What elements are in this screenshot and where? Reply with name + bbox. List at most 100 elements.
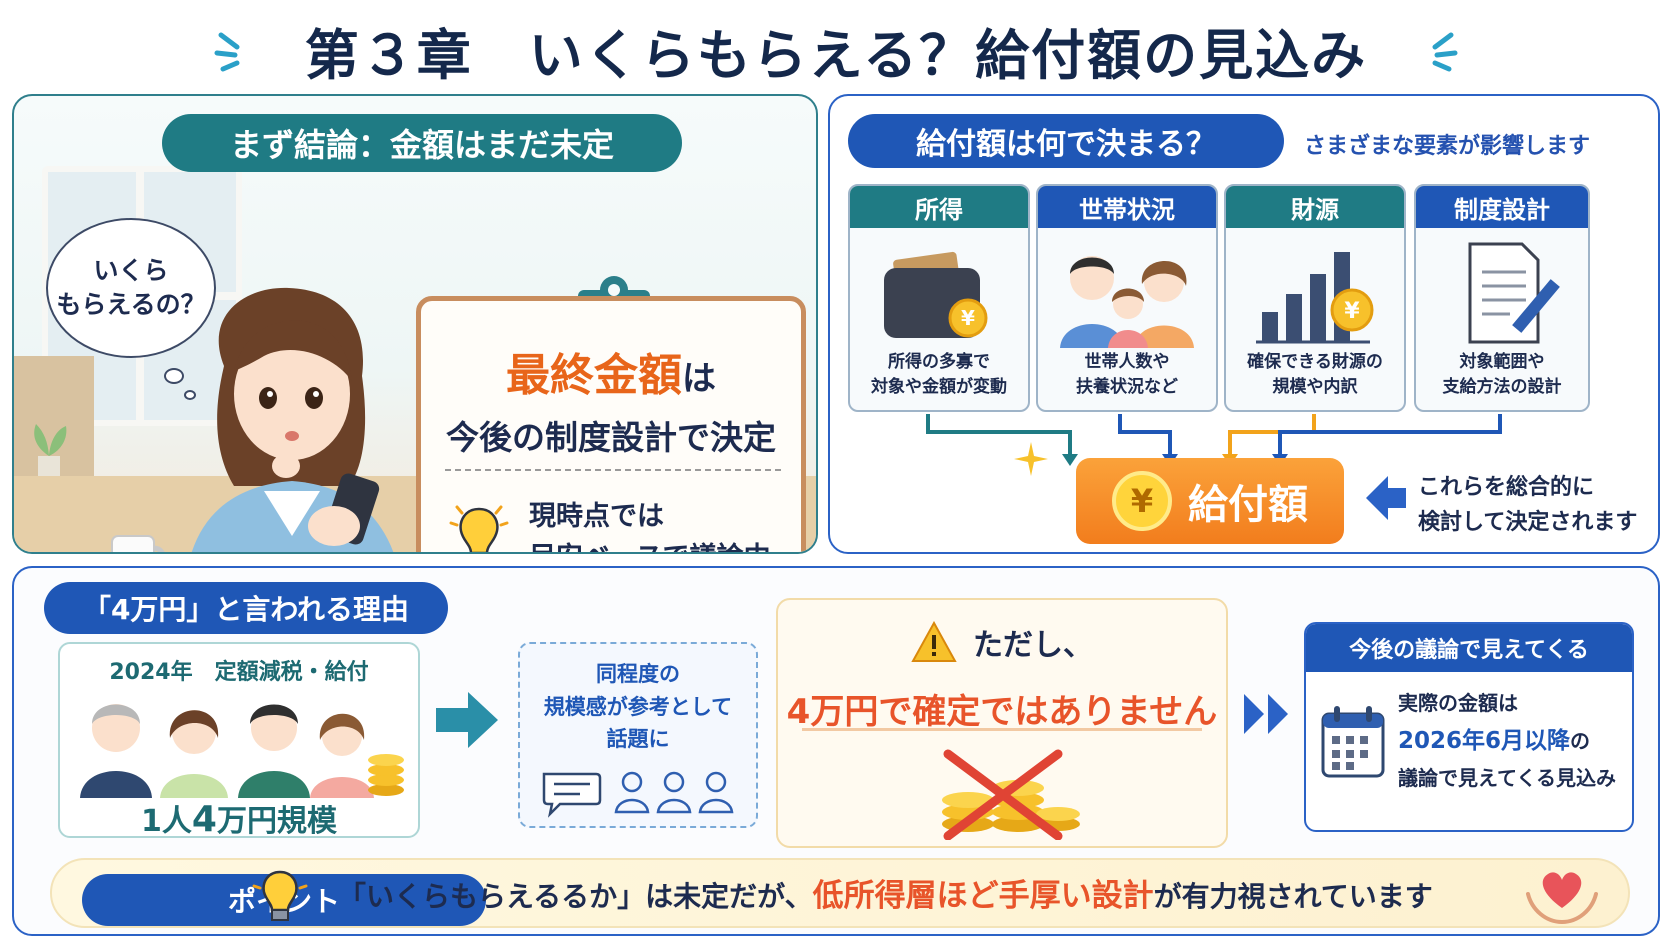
factor-desc-line: 対象や金額が変動	[871, 376, 1007, 397]
yen-coin-icon: ¥	[1112, 471, 1172, 531]
point-bar: ポイント 「いくらもらえるるか」は未定だが、低所得層ほど手厚い設計が有力視されて…	[50, 858, 1630, 928]
reference-amount-number: 4	[191, 799, 217, 840]
sparkle-right-icon	[1432, 32, 1458, 72]
reference-amount: 1人4万円規模	[60, 796, 418, 840]
conclusion-board: 最終金額は 今後の制度設計で決定 現時点では 目安ベースで議論中	[416, 296, 806, 553]
factor-desc: 対象範囲や 支給方法の設計	[1416, 350, 1588, 399]
factor-desc-line: 規模や内訳	[1272, 376, 1358, 397]
factor-desc-line: 確保できる財源の	[1247, 352, 1383, 372]
caution-box: ただし、 4万円で確定ではありません	[776, 598, 1228, 848]
factors-note-line-1: これらを総合的に	[1418, 475, 1595, 500]
wallet-icon: ¥	[884, 251, 988, 338]
flow-arrows	[926, 414, 1502, 466]
future-line-2: 2026年6月以降の	[1398, 721, 1616, 761]
point-highlight: 低所得層ほど手厚い設計	[812, 878, 1154, 914]
factors-note-line-2: 検討して決定されます	[1418, 510, 1638, 536]
factor-card-design: 制度設計 対象範囲や 支給方法の設計	[1414, 184, 1590, 412]
factors-header: 給付額は何で決まる？	[848, 114, 1284, 168]
sparkle-left-icon	[214, 32, 240, 72]
woman-with-phone-illustration	[191, 287, 394, 552]
future-line-3: 議論で見えてくる見込み	[1398, 766, 1616, 791]
benefit-amount-badge: ¥ 給付額	[1076, 458, 1344, 544]
thought-line-1: いくら	[93, 256, 169, 286]
mug-icon	[111, 535, 165, 552]
page-title: 第３章 いくらもらえる？給付額の見込み	[304, 23, 1368, 87]
factor-title: 制度設計	[1416, 186, 1588, 228]
caution-underline	[802, 728, 1202, 731]
factors-panel: 給付額は何で決まる？ さまざまな要素が影響します 所得 ¥ 所得の多寡で 対象や…	[828, 94, 1660, 554]
reference-amount-post: 万円規模	[216, 804, 337, 839]
thought-bubble: いくら もらえるの？	[46, 218, 216, 358]
reason-panel: 「4万円」と言われる理由 2024年 定額減税・給付	[12, 566, 1660, 936]
reference-topic-text: 同程度の 規模感が参考として 話題に	[520, 658, 756, 756]
plant-icon	[34, 424, 67, 476]
future-discussion-text: 実際の金額は 2026年6月以降の 議論で見えてくる見込み	[1398, 686, 1616, 796]
page-title-row: 第３章 いくらもらえる？給付額の見込み	[0, 10, 1672, 90]
family-icon	[1060, 256, 1194, 348]
reference-amount-pre: 1人	[141, 804, 192, 839]
reference-title: 2024年 定額減税・給付	[109, 660, 369, 685]
sparkle-icon	[1014, 442, 1048, 476]
factor-desc: 世帯人数や 扶養状況など	[1038, 350, 1216, 399]
factor-desc-line: 世帯人数や	[1084, 352, 1170, 372]
factor-desc-line: 所得の多寡で	[888, 352, 990, 372]
bar-chart-icon: ¥	[1256, 252, 1374, 344]
point-text: 「いくらもらえるるか」は未定だが、低所得層ほど手厚い設計が有力視されています	[338, 870, 1433, 915]
crossed-coins-icon	[942, 749, 1080, 840]
factor-card-income: 所得 ¥ 所得の多寡で 対象や金額が変動	[848, 184, 1030, 412]
factor-card-funding: 財源 ¥ 確保できる財源の 規模や内訳	[1224, 184, 1406, 412]
factors-note: これらを総合的に 検討して決定されます	[1418, 470, 1637, 540]
warning-icon	[911, 621, 957, 662]
factor-desc: 所得の多寡で 対象や金額が変動	[850, 350, 1028, 399]
future-particle: の	[1570, 729, 1591, 753]
factor-card-household: 世帯状況 世帯人数や 扶養状況など	[1036, 184, 1218, 412]
factor-title: 所得	[850, 186, 1028, 228]
future-discussion-box: 今後の議論で見えてくる 実際の金額は 2026年6月以降の 議論で見えてくる見込…	[1304, 622, 1634, 832]
arrow-left-icon	[1366, 476, 1406, 520]
discussion-icon	[542, 771, 734, 818]
reference-2024-box: 2024年 定額減税・給付	[58, 642, 420, 840]
heart-in-hands-icon	[1526, 872, 1598, 925]
people-group-icon	[80, 704, 404, 798]
lightbulb-icon	[252, 870, 308, 921]
factor-title: 財源	[1226, 186, 1404, 228]
reference-topic-line: 規模感が参考として	[543, 694, 733, 719]
future-line-1: 実際の金額は	[1398, 691, 1518, 715]
reference-topic-line: 話題に	[606, 727, 670, 752]
factor-desc: 確保できる財源の 規模や内訳	[1226, 350, 1404, 399]
reference-topic-line: 同程度の	[596, 662, 680, 686]
final-amount-text: 最終金額	[506, 350, 682, 401]
lightbulb-icon	[449, 505, 509, 552]
caution-heading: ただし、	[778, 620, 1226, 664]
board-headline: 最終金額は	[421, 339, 801, 403]
benefit-amount-label: 給付額	[1188, 482, 1308, 528]
thought-dot	[164, 368, 184, 384]
factors-subtitle: さまざまな要素が影響します	[1304, 134, 1591, 159]
board-decision-text: 今後の制度設計で決定	[446, 418, 776, 457]
board-note-line-1: 現時点では	[529, 501, 664, 532]
document-pen-icon	[1468, 242, 1560, 344]
arrow-right-icon	[436, 692, 498, 748]
thought-line-2: もらえるの？	[56, 290, 206, 319]
factor-title: 世帯状況	[1038, 186, 1216, 228]
svg-text:¥: ¥	[961, 306, 975, 330]
conclusion-panel: まず結論：金額はまだ未定 いくら もらえるの？ 最終金額は	[12, 94, 818, 554]
factor-desc-line: 対象範囲や	[1459, 352, 1545, 372]
svg-text:¥: ¥	[1344, 299, 1360, 324]
caution-heading-text: ただし、	[973, 628, 1093, 663]
reason-header: 「4万円」と言われる理由	[44, 582, 448, 634]
not-confirmed-text: 4万円で確定ではありません	[786, 692, 1218, 732]
thought-dot	[184, 390, 196, 400]
board-note-line-2: 目安ベースで議論中	[529, 538, 771, 553]
factor-desc-line: 支給方法の設計	[1442, 376, 1562, 397]
point-text-pre: 「いくらもらえるるか」は未定だが、	[338, 880, 813, 913]
future-discussion-header: 今後の議論で見えてくる	[1306, 624, 1632, 672]
future-date-highlight: 2026年6月以降	[1398, 728, 1571, 754]
conclusion-header: まず結論：金額はまだ未定	[162, 114, 682, 172]
board-note: 現時点では 目安ベースで議論中	[529, 497, 771, 553]
factor-desc-line: 扶養状況など	[1076, 376, 1178, 397]
board-particle: は	[682, 359, 716, 399]
reference-topic-box: 同程度の 規模感が参考として 話題に	[518, 642, 758, 828]
double-chevron-right-icon	[1244, 694, 1288, 734]
calendar-icon	[1321, 706, 1385, 778]
